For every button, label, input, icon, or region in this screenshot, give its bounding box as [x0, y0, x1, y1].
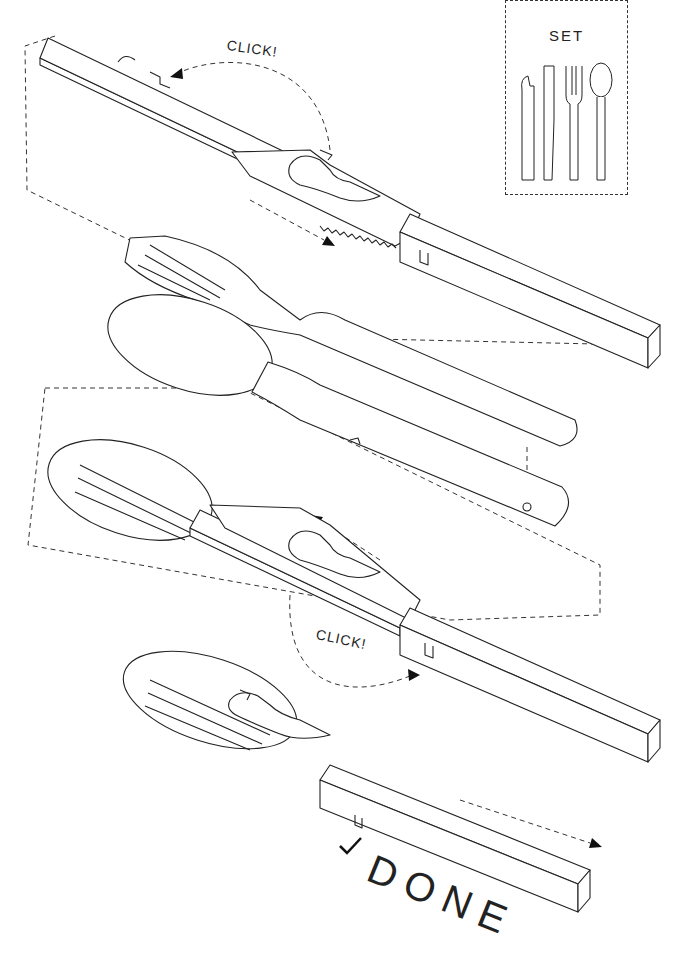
spoon-handle [252, 362, 569, 526]
fork-tines [138, 245, 225, 300]
knife-icon [544, 66, 554, 180]
box-heading: SET [506, 1, 627, 44]
arrowhead [170, 68, 183, 79]
knife-handle [648, 325, 660, 368]
notch [355, 815, 362, 828]
serration [320, 226, 396, 248]
slot [350, 438, 360, 444]
arrowhead [589, 838, 602, 848]
checkmark [340, 838, 361, 853]
opener-cutout [289, 156, 380, 201]
slot [118, 56, 135, 62]
slot [150, 72, 170, 88]
fork-icon [566, 66, 582, 180]
spoon-bowl [111, 632, 308, 768]
handle [400, 625, 648, 762]
opener-hook [240, 690, 250, 700]
knife-blade [232, 150, 420, 246]
fork-icon [572, 66, 576, 95]
opener-hook [320, 150, 332, 160]
spoon-icon [597, 97, 605, 180]
spoon-hole [523, 503, 531, 511]
fork-tines [75, 465, 200, 540]
handle [578, 870, 590, 912]
opener-icon [522, 76, 534, 180]
spoon-icon [590, 63, 612, 97]
notch [420, 250, 428, 265]
knife-handle [400, 232, 648, 368]
click-label: CLICK! [315, 626, 368, 652]
set-box: SET [505, 0, 628, 195]
click-label: CLICK! [226, 37, 279, 60]
notch [425, 643, 433, 658]
handle [648, 720, 660, 762]
opener-cutout [229, 693, 330, 738]
opener-cutout [289, 531, 380, 578]
arrowhead [322, 236, 335, 246]
knife-blade [210, 505, 420, 620]
arrowhead [408, 669, 420, 681]
